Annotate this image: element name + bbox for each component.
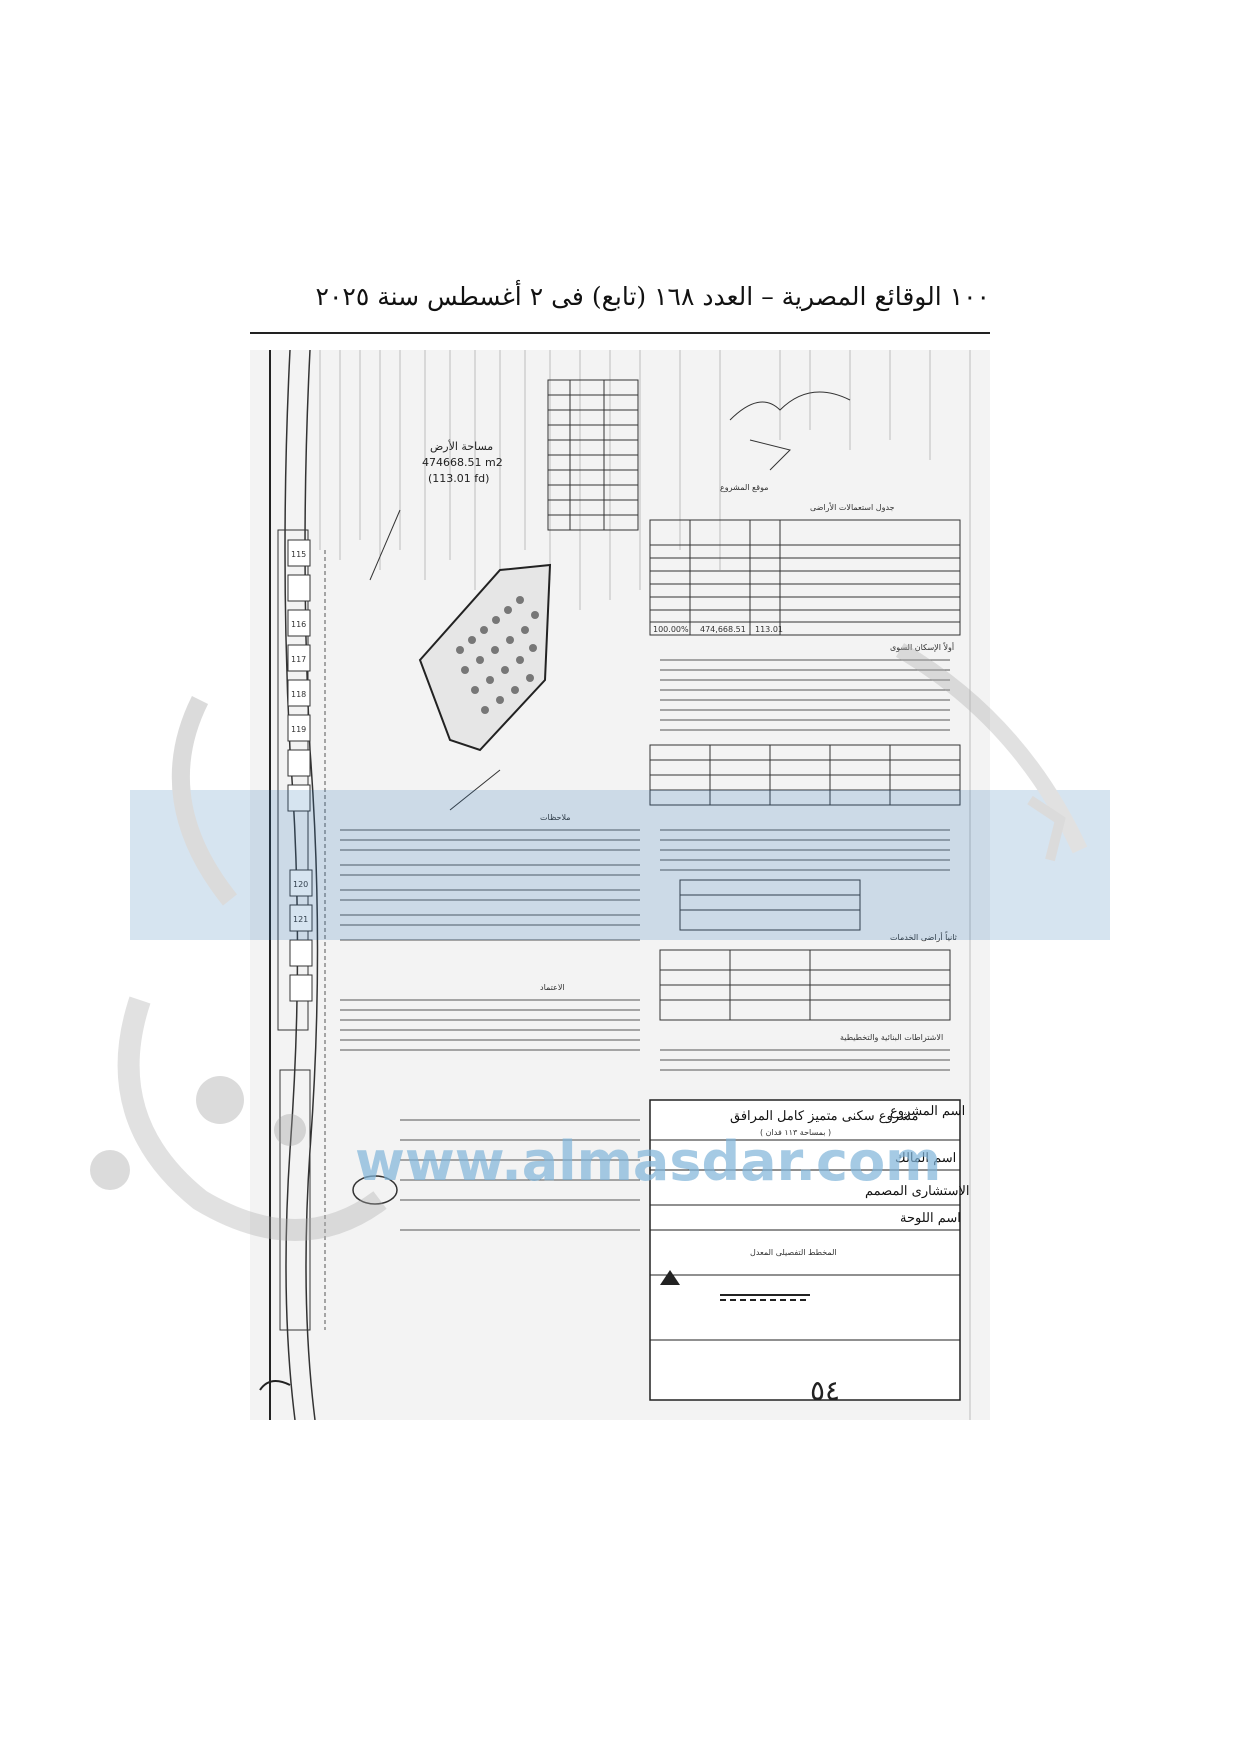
stamp [352,1175,398,1205]
header-rule [250,332,990,334]
buildings-table [649,744,961,1021]
signature-lines [400,1119,640,1231]
plot-number: 121 [293,915,308,924]
land-use-total: 474,668.51 [700,625,746,634]
plot-number: 117 [291,655,306,664]
land-use-fd-total: 113.01 [755,625,783,634]
plot-number: 118 [291,690,306,699]
watermark-logo [90,643,1110,1241]
sheet-label: اسم اللوحة [900,1211,961,1226]
plot-column [277,529,311,1331]
page-number: ٥٤ [810,1374,840,1407]
sheet-name: المخطط التفصيلى المعدل [750,1248,837,1257]
scale-bar [720,1294,810,1301]
title-block: اسم المشروع مشروع سكنى متميز كامل المراف… [649,1099,970,1401]
project-site-label: موقع المشروع [720,483,769,492]
page-header: ١٠٠ الوقائع المصرية – العدد ١٦٨ (تابع) ف… [315,282,990,311]
project-area: ( بمساحة ١١٣ فدان ) [760,1128,831,1137]
section-notes: ملاحظات [540,813,571,822]
area-fd: (113.01 fd) [428,472,489,485]
area-m2: 474668.51 m2 [422,456,503,469]
scanned-plan: 115 116 117 118 119 120 121 مساحة الأرض … [250,350,990,1420]
scan-streaks [319,350,971,1420]
consultant-label: الاستشارى المصمم [865,1184,970,1199]
project-label: اسم المشروع [890,1104,965,1119]
text-lines [340,659,950,1071]
plot-strip [287,539,313,1002]
section-headings: أولاً الإسكان السوى ثانياً أراضى الخدمات… [540,642,957,1042]
north-arrow-icon [660,1270,680,1285]
plot-numbers: 115 116 117 118 119 120 121 [291,550,308,924]
road-curve-inner [304,350,319,1420]
coordinates-table [547,379,639,531]
plot-number: 120 [293,880,308,889]
plan-drawing: 115 116 117 118 119 120 121 مساحة الأرض … [259,350,971,1420]
plot-number: 115 [291,550,306,559]
owner-label: اسم المالك [895,1151,956,1166]
site-layout [369,509,552,811]
watermark-url: www.almasdar.com [355,1130,941,1193]
section-conditions: الاشتراطات البنائية والتخطيطية [840,1033,943,1042]
land-use-title: جدول استعمالات الأراضى [810,502,895,512]
section-buildings: أولاً الإسكان السوى [890,642,954,653]
location-sketch: موقع المشروع [720,391,851,492]
land-use-table: جدول استعمالات الأراضى 474,668.51 100.00… [649,502,961,636]
area-title: مساحة الأرض [430,439,493,453]
plot-number: 116 [291,620,306,629]
section-services: ثانياً أراضى الخدمات [890,931,957,942]
project-name: مشروع سكنى متميز كامل المرافق [730,1109,919,1124]
land-use-pct-total: 100.00% [653,625,689,634]
section-approval: الاعتماد [540,983,565,992]
area-label: مساحة الأرض 474668.51 m2 (113.01 fd) [422,439,503,485]
plot-number: 119 [291,725,306,734]
scan-mark [259,1380,291,1391]
